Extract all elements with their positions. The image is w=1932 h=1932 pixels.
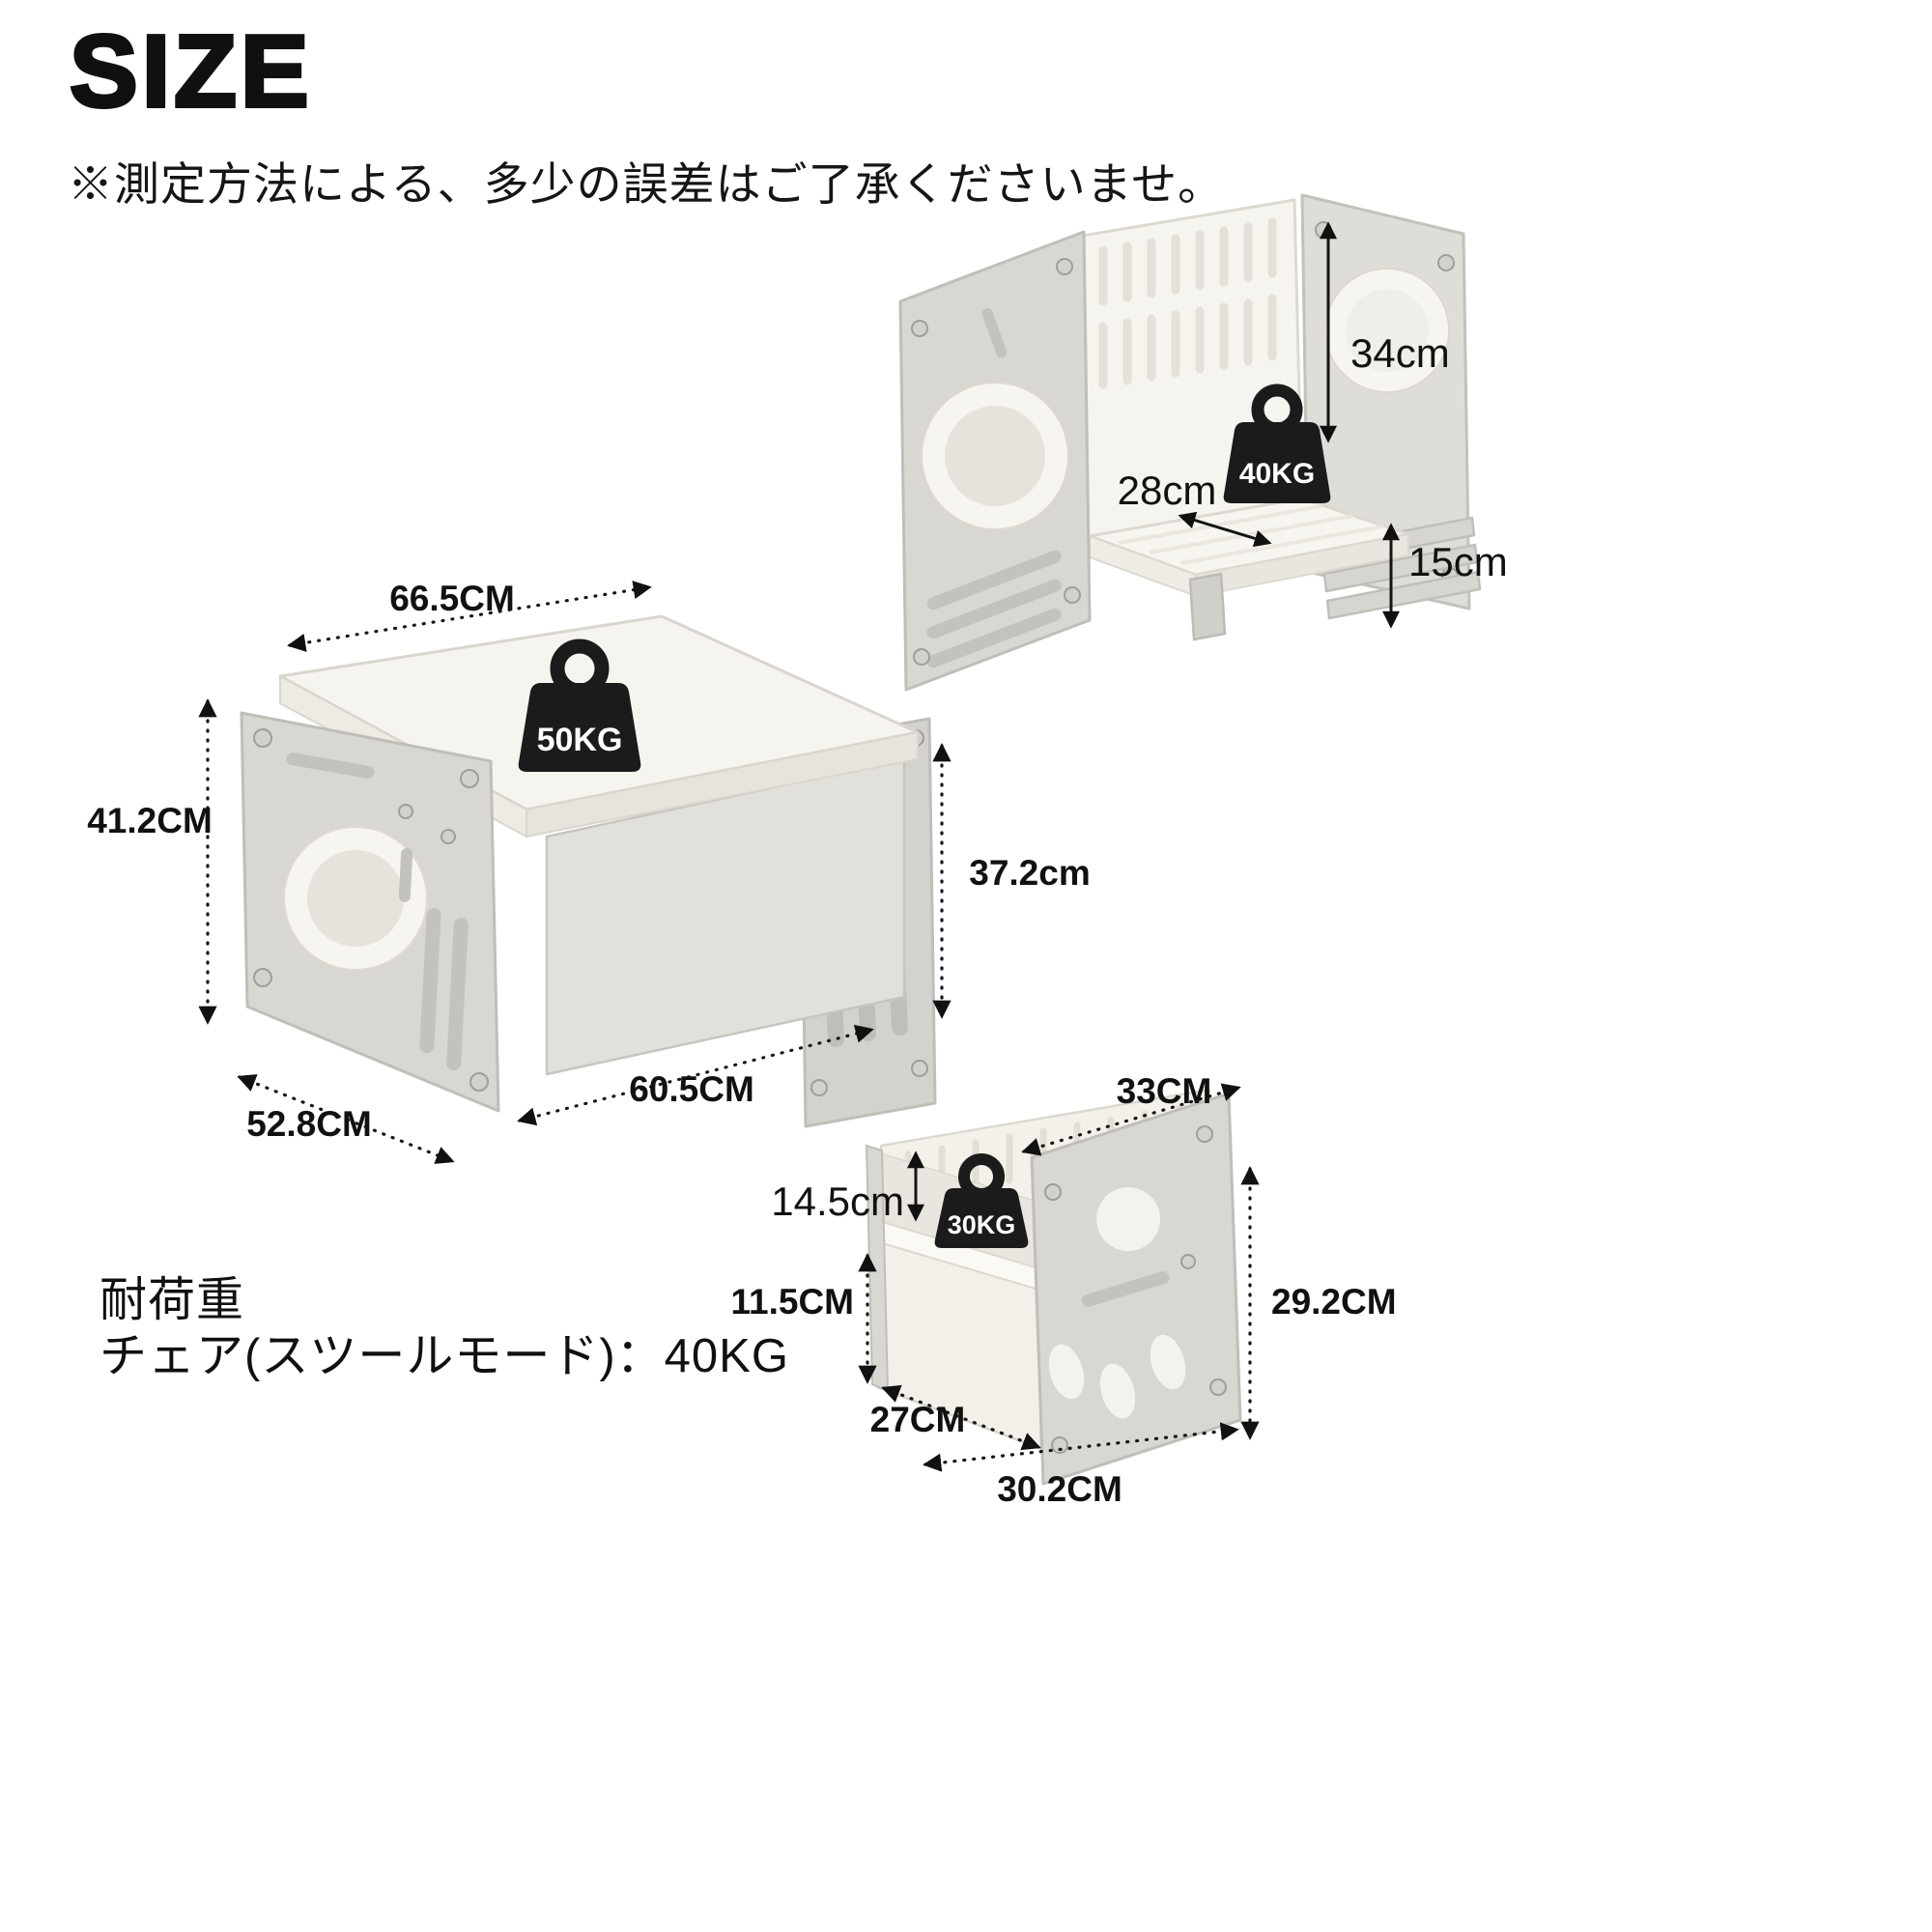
table-dimensions: 66.5CM 41.2CM 37.2cm 60.5CM 52.8CM [87, 579, 1091, 1164]
table-bottom-width-label: 60.5CM [629, 1069, 754, 1109]
table-mode-figure: 50KG 66.5CM 41.2CM 37.2cm 60.5CM 52.8CM [87, 579, 1091, 1164]
stool-left-slot-top [981, 308, 1008, 358]
cube-seat-width-label: 27CM [870, 1400, 966, 1439]
measurement-note: ※測定方法による、多少の誤差はご了承くださいませ。 [68, 158, 1225, 210]
cube-dimensions: 33CM 14.5cm 11.5CM 29.2CM 27CM 30.2CM [730, 1071, 1396, 1509]
table-top-front-edge [526, 730, 919, 838]
table-left-slots [286, 753, 469, 1070]
cube-top-depth-label: 33CM [1117, 1071, 1212, 1111]
stool-left-hole [945, 406, 1045, 506]
cube-right-oval-holes [1048, 1334, 1186, 1419]
weight-label-40kg: 40KG [1239, 458, 1315, 490]
load-capacity-value: チェア(スツールモード)：40KG [99, 1329, 789, 1382]
stool-seat-depth-label: 28cm [1118, 468, 1217, 513]
load-capacity-note: 耐荷重 チェア(スツールモード)：40KG [99, 1273, 789, 1385]
load-capacity-heading: 耐荷重 [99, 1274, 245, 1326]
page-title: SIZE [68, 13, 313, 130]
table-left-hole [307, 850, 404, 947]
weight-icon-40kg: 40KG [1223, 384, 1331, 503]
weight-label-30kg: 30KG [948, 1210, 1016, 1239]
weight-label-50kg: 50KG [537, 722, 623, 758]
stool-right-hole [1346, 289, 1429, 372]
cube-right-round-hole [1096, 1187, 1160, 1251]
stool-left-bottom-slots [926, 550, 1062, 668]
stool-dimensions: 34cm 28cm 15cm [1118, 221, 1508, 629]
table-left-screws [253, 728, 489, 1092]
stool-left-screws [911, 258, 1081, 666]
cube-seat-height-label: 11.5CM [730, 1282, 854, 1321]
stool-front-leg [1188, 572, 1227, 641]
table-top-width-label: 66.5CM [389, 579, 515, 618]
stool-height-label: 34cm [1350, 330, 1450, 376]
cube-bottom-width-label: 30.2CM [997, 1469, 1122, 1509]
stool-mode-figure: 40KG 34cm 28cm 15cm [898, 193, 1508, 692]
stool-seat-height-label: 15cm [1408, 539, 1508, 584]
cube-right-slot [1081, 1271, 1170, 1307]
table-height-label: 41.2CM [87, 801, 213, 840]
stool-back-ribs [1098, 217, 1277, 389]
table-inner-height-label: 37.2cm [969, 853, 1091, 893]
cube-chair-figure: 30KG 33CM 14.5cm 11.5CM 29.2CM 27CM 30.2… [730, 1071, 1396, 1509]
cube-total-height-label: 29.2CM [1271, 1282, 1397, 1321]
table-side-depth-label: 52.8CM [246, 1104, 372, 1144]
cube-backrest-height-label: 14.5cm [771, 1179, 904, 1224]
weight-icon-30kg: 30KG [934, 1153, 1029, 1248]
